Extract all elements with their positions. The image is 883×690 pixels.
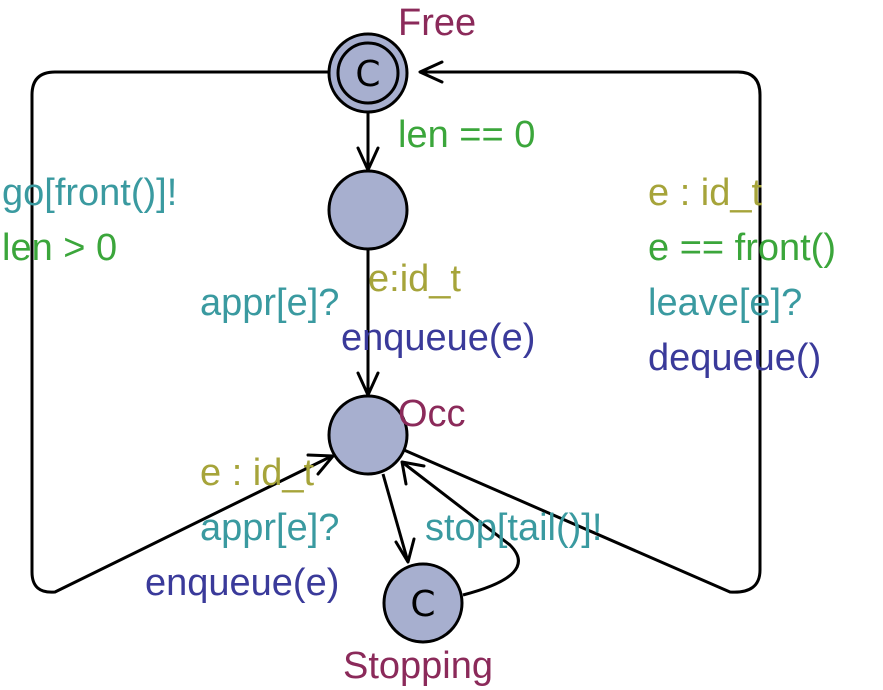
update-label: enqueue(e) <box>341 317 535 359</box>
sync-label: go[front()]! <box>2 172 177 214</box>
sync-label: leave[e]? <box>648 282 802 324</box>
edge-free-to-intermediate <box>356 108 380 172</box>
update-label: enqueue(e) <box>145 562 339 604</box>
select-label: e : id_t <box>200 452 315 494</box>
sync-label: stop[tail()]! <box>425 507 602 549</box>
location-name-free: Free <box>398 2 476 44</box>
sync-label: appr[e]? <box>200 282 339 324</box>
edge-occ-to-free-left <box>30 70 335 594</box>
location-intermediate[interactable] <box>327 169 409 251</box>
committed-mark-free: C <box>355 54 380 95</box>
location-free[interactable]: C <box>327 32 409 114</box>
select-label: e:id_t <box>368 258 461 300</box>
edge-occ-to-free-right <box>403 60 762 594</box>
location-name-occ: Occ <box>398 393 466 435</box>
guard-label: e == front() <box>648 227 836 269</box>
edge-occ-to-stopping <box>381 473 416 564</box>
sync-label: appr[e]? <box>200 507 339 549</box>
location-stopping[interactable]: C <box>382 562 464 644</box>
location-occ[interactable] <box>327 394 409 476</box>
guard-label: len == 0 <box>398 114 535 156</box>
committed-mark-stopping: C <box>410 584 435 625</box>
guard-label: len > 0 <box>2 227 117 269</box>
location-name-stopping: Stopping <box>343 645 493 687</box>
edge-stopping-to-occ <box>400 460 520 597</box>
update-label: dequeue() <box>648 337 821 379</box>
select-label: e : id_t <box>648 172 763 214</box>
